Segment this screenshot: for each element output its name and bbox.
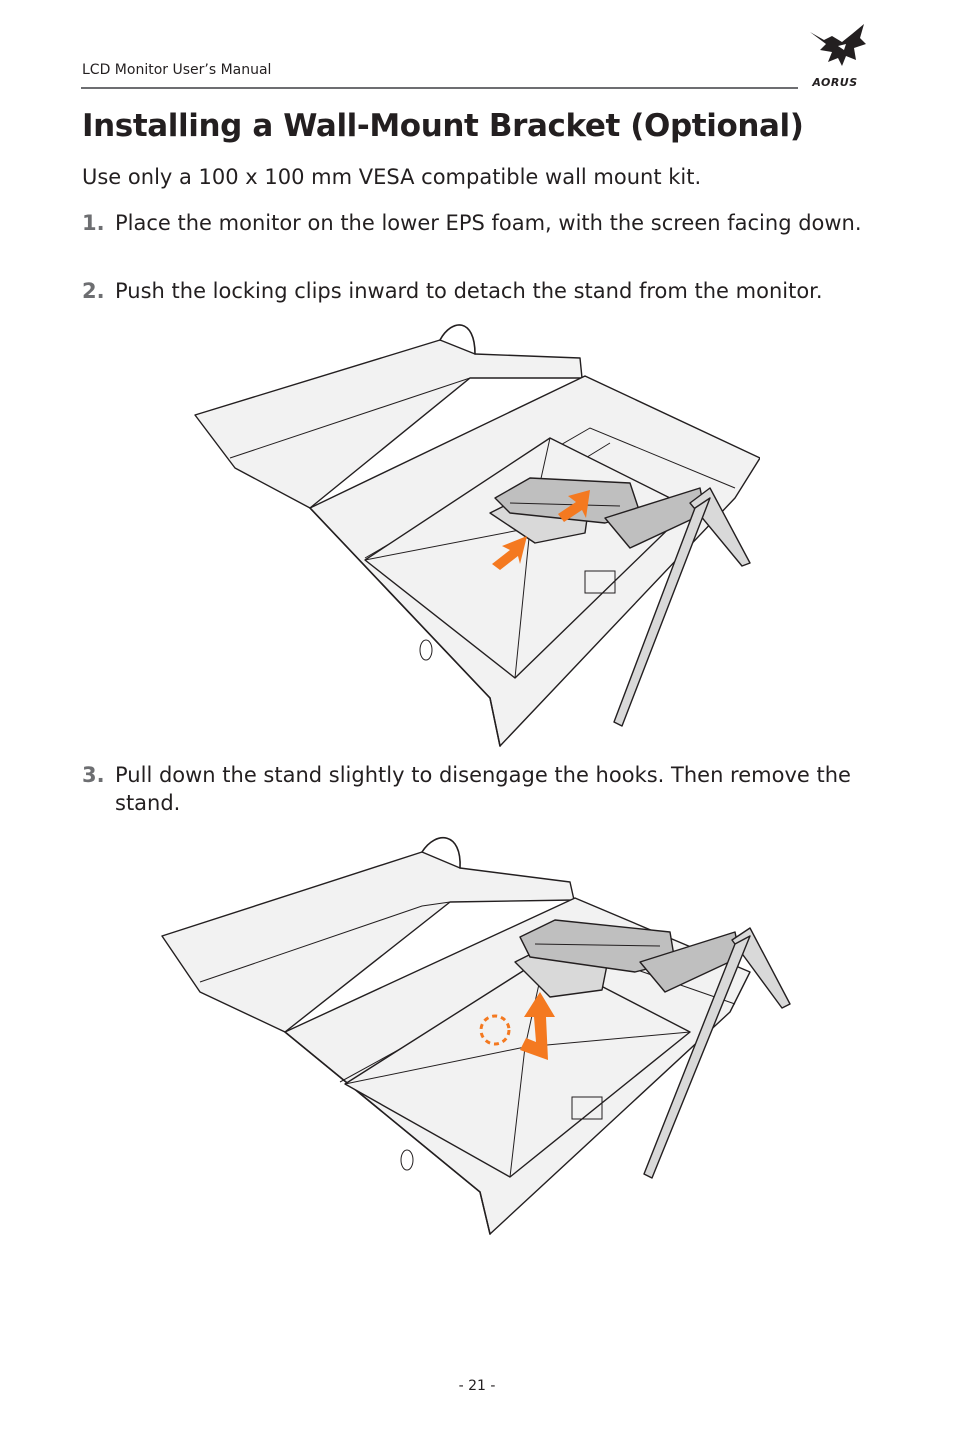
figure-push-clips bbox=[190, 318, 760, 750]
step-number: 3. bbox=[82, 763, 105, 787]
monitor-in-box-push-clips-illustration bbox=[194, 324, 760, 747]
step-1: 1. Place the monitor on the lower EPS fo… bbox=[82, 209, 872, 237]
intro-text: Use only a 100 x 100 mm VESA compatible … bbox=[82, 165, 702, 189]
step-2: 2. Push the locking clips inward to deta… bbox=[82, 277, 872, 305]
monitor-in-box-remove-stand-illustration bbox=[161, 836, 791, 1235]
svg-text:AORUS: AORUS bbox=[811, 76, 857, 89]
step-text: Push the locking clips inward to detach … bbox=[115, 279, 823, 303]
aorus-eagle-logo-icon: AORUS bbox=[802, 22, 868, 90]
header-divider bbox=[81, 87, 798, 89]
figure-remove-stand bbox=[160, 832, 792, 1242]
manual-title: LCD Monitor User’s Manual bbox=[82, 62, 272, 78]
step-text: Place the monitor on the lower EPS foam,… bbox=[115, 211, 862, 235]
step-3: 3. Pull down the stand slightly to disen… bbox=[82, 761, 872, 817]
page-number: - 21 - bbox=[458, 1378, 496, 1394]
step-number: 2. bbox=[82, 279, 105, 303]
step-number: 1. bbox=[82, 211, 105, 235]
page-title: Installing a Wall-Mount Bracket (Optiona… bbox=[82, 108, 804, 144]
step-text: Pull down the stand slightly to disengag… bbox=[115, 763, 851, 815]
